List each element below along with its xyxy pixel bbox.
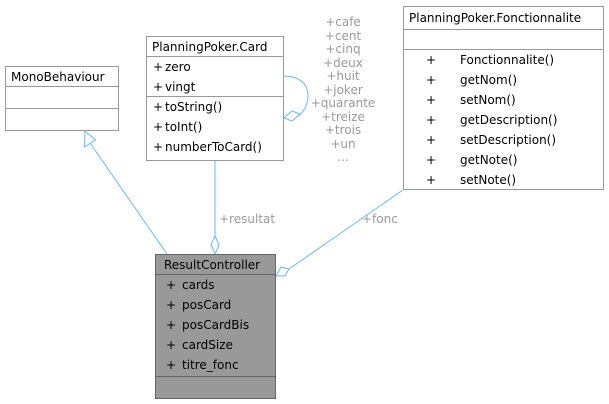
self-label: +deux [323,55,363,70]
attribute-row: +vingt [153,80,196,94]
self-label: +cent [324,28,362,43]
attribute-row: +posCard [166,298,232,312]
operation-row: +setNom() [426,93,516,107]
attribute-row: +cardSize [166,338,233,352]
operation-row: +toString() [153,100,223,114]
operation-row: +setNote() [426,173,517,187]
class-card[interactable]: PlanningPoker.Card +zero +vingt +toStrin… [146,36,284,161]
operation-row: +numberToCard() [153,140,262,154]
class-resultcontroller[interactable]: ResultController +cards +posCard +posCar… [155,254,276,399]
fonc-line [288,189,404,270]
self-label: +huit [326,69,360,83]
attribute-row: +zero [153,60,191,74]
self-label: +treize [321,109,365,124]
attributes-section: +zero +vingt [147,57,283,97]
class-name: MonoBehaviour [6,67,118,87]
resultat-diamond [210,234,220,256]
operation-row: +toInt() [153,120,203,134]
attributes-section: +cards +posCard +posCardBis +cardSize +t… [156,275,275,377]
inheritance-line [89,142,168,255]
attributes-section [404,30,603,50]
self-label: +trois [324,123,362,137]
fonc-diamond [275,266,290,277]
attribute-row: +titre_fonc [166,358,239,372]
self-association-diamond [283,110,301,122]
resultat-label: +resultat [219,212,276,226]
self-label: +un [330,136,356,151]
attribute-row: +posCardBis [166,318,250,332]
operation-row: +setDescription() [426,133,557,147]
operation-row: +getNom() [426,73,518,87]
operation-row: +getNote() [426,153,518,167]
operation-row: +getDescription() [426,113,558,127]
inheritance-arrowhead [83,129,97,148]
self-association-labels: +cafe +cent +cinq +deux +huit +joker +qu… [305,15,381,165]
operations-section: +toString() +toInt() +numberToCard() [147,97,283,157]
class-monobehaviour[interactable]: MonoBehaviour [5,66,119,131]
self-label: +joker [323,82,363,97]
operations-section: +Fonctionnalite() +getNom() +setNom() +g… [404,50,603,190]
class-name: PlanningPoker.Card [147,37,283,57]
fonc-label: +fonc [362,212,398,226]
operation-row: +Fonctionnalite() [426,53,555,67]
self-label: +cafe [325,15,361,29]
operations-section [6,109,118,130]
attributes-section [6,87,118,109]
class-name: PlanningPoker.Fonctionnalite [404,7,603,30]
class-name: ResultController [156,255,275,275]
self-label: ... [337,150,349,164]
self-label: +quarante [310,96,376,110]
self-label: +cinq [325,42,361,56]
attribute-row: +cards [166,278,215,292]
class-fonctionnalite[interactable]: PlanningPoker.Fonctionnalite +Fonctionna… [403,6,604,190]
